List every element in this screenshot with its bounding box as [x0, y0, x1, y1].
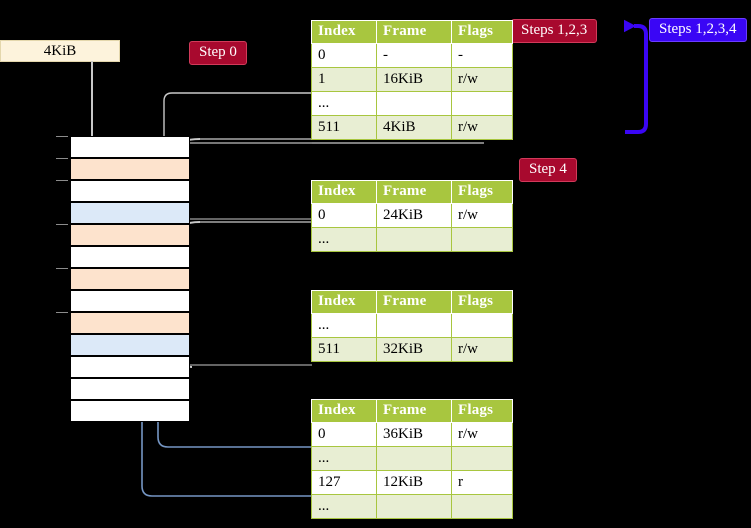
cell-frame: 32KiB [376, 337, 452, 362]
memory-row [70, 356, 190, 378]
cell-flags: r [451, 470, 513, 495]
cell-index: 511 [311, 115, 377, 140]
table-row: ... [311, 446, 513, 471]
table-header-row: Index Frame Flags [311, 180, 513, 204]
memory-row [70, 158, 190, 180]
col-header-index: Index [311, 180, 377, 204]
cell-frame: 4KiB [376, 115, 452, 140]
memory-row-tick [56, 136, 68, 137]
cell-index: 0 [311, 203, 377, 228]
cell-index: ... [311, 313, 377, 338]
memory-row-tick [56, 158, 68, 159]
col-header-index: Index [311, 20, 377, 44]
cell-flags: r/w [451, 203, 513, 228]
col-header-index: Index [311, 290, 377, 314]
col-header-flags: Flags [451, 20, 513, 44]
memory-row [70, 400, 190, 422]
cell-flags [451, 91, 513, 116]
memory-row [70, 312, 190, 334]
col-header-frame: Frame [376, 290, 452, 314]
col-header-flags: Flags [451, 180, 513, 204]
cell-frame [376, 91, 452, 116]
memory-row [70, 290, 190, 312]
memory-row [70, 268, 190, 290]
table-row: ... [311, 494, 513, 519]
cell-frame: 16KiB [376, 67, 452, 92]
col-header-frame: Frame [376, 20, 452, 44]
cell-flags: r/w [451, 115, 513, 140]
cell-flags: r/w [451, 422, 513, 447]
cell-frame: 12KiB [376, 470, 452, 495]
frame-size-label-4kib: 4KiB [0, 40, 120, 62]
memory-row [70, 334, 190, 356]
col-header-index: Index [311, 399, 377, 423]
col-header-frame: Frame [376, 399, 452, 423]
cell-flags: - [451, 43, 513, 68]
col-header-flags: Flags [451, 399, 513, 423]
col-header-flags: Flags [451, 290, 513, 314]
cell-index: 127 [311, 470, 377, 495]
steps-123-badge: Steps 1,2,3 [511, 19, 598, 43]
cell-flags [451, 494, 513, 519]
table-header-row: Index Frame Flags [311, 290, 513, 314]
cell-frame: 36KiB [376, 422, 452, 447]
cell-frame: - [376, 43, 452, 68]
memory-row [70, 202, 190, 224]
cell-frame [376, 313, 452, 338]
cell-flags: r/w [451, 337, 513, 362]
memory-row [70, 136, 190, 158]
table-header-row: Index Frame Flags [311, 20, 513, 44]
cell-index: 0 [311, 422, 377, 447]
memory-row-tick [56, 224, 68, 225]
cell-flags [451, 227, 513, 252]
table-row: ... [311, 227, 513, 252]
memory-row [70, 246, 190, 268]
table-row: ... [311, 313, 513, 338]
cell-frame [376, 446, 452, 471]
col-header-frame: Frame [376, 180, 452, 204]
cell-frame [376, 494, 452, 519]
cell-index: 511 [311, 337, 377, 362]
step-0-badge: Step 0 [189, 41, 247, 65]
cell-index: ... [311, 227, 377, 252]
cell-index: ... [311, 91, 377, 116]
cell-flags [451, 313, 513, 338]
table-header-row: Index Frame Flags [311, 399, 513, 423]
table-row: ... [311, 91, 513, 116]
steps-1234-badge: Steps 1,2,3,4 [649, 18, 747, 42]
cell-flags [451, 446, 513, 471]
memory-row [70, 224, 190, 246]
cell-index: 0 [311, 43, 377, 68]
table-row: 0-- [311, 43, 513, 68]
cell-index: ... [311, 446, 377, 471]
step-4-badge: Step 4 [519, 158, 577, 182]
cell-frame: 24KiB [376, 203, 452, 228]
memory-row [70, 180, 190, 202]
memory-row [70, 378, 190, 400]
memory-row-tick [56, 312, 68, 313]
physical-memory-column [56, 136, 190, 422]
purple-step-bracket [624, 19, 648, 134]
cell-frame [376, 227, 452, 252]
cell-flags: r/w [451, 67, 513, 92]
memory-row-tick [56, 268, 68, 269]
cell-index: 1 [311, 67, 377, 92]
cell-index: ... [311, 494, 377, 519]
memory-row-tick [56, 180, 68, 181]
